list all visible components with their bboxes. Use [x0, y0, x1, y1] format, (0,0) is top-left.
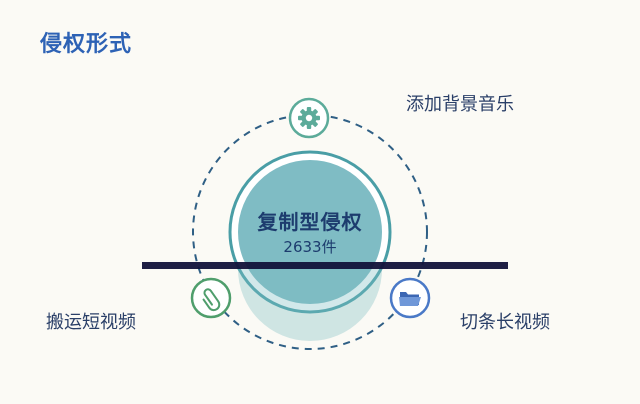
folder-icon [399, 292, 421, 306]
center-circle-overlay [238, 269, 382, 341]
paperclip-icon [202, 288, 221, 312]
gear-icon [298, 107, 320, 129]
node-paperclip-ring [190, 277, 232, 319]
label-add-background-music: 添加背景音乐 [406, 94, 514, 115]
node-gear[interactable] [288, 97, 330, 139]
center-title: 复制型侵权 [257, 210, 363, 234]
page-title: 侵权形式 [40, 32, 133, 57]
horizontal-bar [142, 262, 508, 269]
node-folder[interactable] [389, 277, 431, 319]
label-repost-short-video: 搬运短视频 [46, 312, 136, 333]
node-paperclip[interactable] [190, 277, 232, 319]
center-count: 2633件 [283, 238, 337, 256]
label-cut-long-video: 切条长视频 [460, 312, 550, 333]
